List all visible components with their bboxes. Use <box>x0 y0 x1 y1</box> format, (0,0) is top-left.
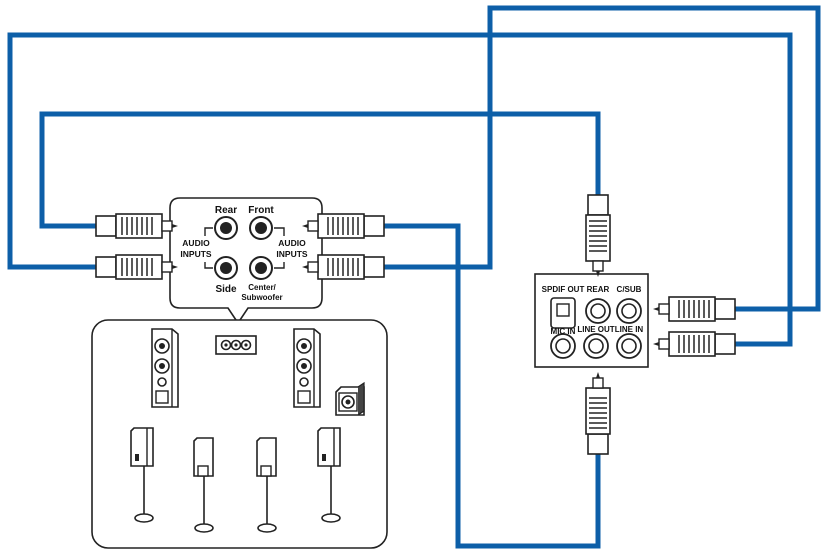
rear-label: Rear <box>215 205 237 216</box>
satellite-speaker-icon <box>193 437 214 533</box>
rca-plug-icon <box>95 213 179 239</box>
left-inputs-label: INPUTS <box>180 249 212 259</box>
cable-center-to-c-sub <box>380 5 821 312</box>
optical-port-icon <box>550 297 576 329</box>
audio-jack-icon <box>583 333 609 359</box>
mic-in-label: MIC IN <box>551 327 576 336</box>
satellite-speaker-icon <box>317 427 341 523</box>
audio-jack-icon <box>249 256 273 280</box>
side-label: Side <box>215 284 237 295</box>
right-inputs-label: INPUTS <box>276 249 308 259</box>
speaker-input-box: Rear Front Side Center/ Subwoofer AUDIO … <box>169 197 323 325</box>
cable-side-to-line-in <box>7 32 793 347</box>
speaker-connector-icon <box>215 335 257 355</box>
audio-jack-icon <box>616 333 642 359</box>
rear-port-label: REAR <box>587 285 610 294</box>
audio-jack-icon <box>616 298 642 324</box>
rca-plug-icon <box>585 371 611 455</box>
rca-plug-icon <box>652 331 736 357</box>
subwoofer-label: Subwoofer <box>241 293 282 302</box>
audio-jack-icon <box>214 216 238 240</box>
audio-jack-icon <box>585 298 611 324</box>
rca-plug-icon <box>652 296 736 322</box>
line-out-label: LINE OUT <box>577 325 614 334</box>
audio-jack-icon <box>550 333 576 359</box>
center-label: Center/ <box>248 283 276 292</box>
right-audio-label: AUDIO <box>278 238 306 248</box>
audio-jack-icon <box>214 256 238 280</box>
subwoofer-icon <box>335 381 365 416</box>
c-sub-label: C/SUB <box>617 285 642 294</box>
left-audio-label: AUDIO <box>182 238 210 248</box>
motherboard-audio-panel: SPDIF OUT REAR C/SUB MIC IN LINE OUT LIN… <box>534 273 649 368</box>
rca-plug-icon <box>95 254 179 280</box>
speaker-system-box <box>91 319 388 549</box>
tower-speaker-icon <box>151 328 179 408</box>
tower-speaker-icon <box>293 328 321 408</box>
rca-plug-icon <box>585 194 611 278</box>
cable-rear-to-rear <box>39 111 601 229</box>
front-label: Front <box>248 205 274 216</box>
spdif-out-label: SPDIF OUT <box>542 285 585 294</box>
audio-jack-icon <box>249 216 273 240</box>
satellite-speaker-icon <box>256 437 277 533</box>
cable-front-to-line-out <box>380 223 601 549</box>
satellite-speaker-icon <box>130 427 154 523</box>
line-in-label: LINE IN <box>615 325 644 334</box>
